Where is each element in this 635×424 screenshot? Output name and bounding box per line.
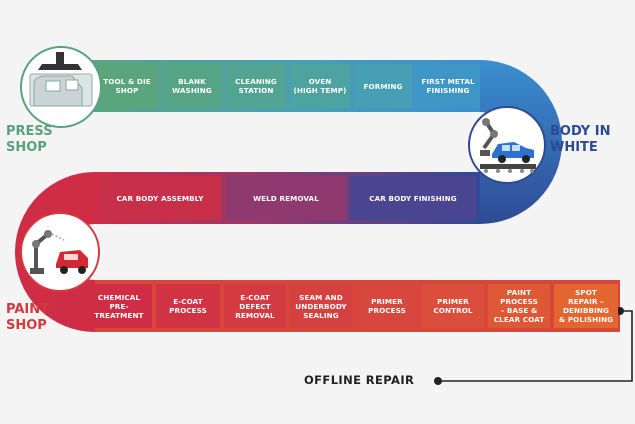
step-car-body-finishing: CAR BODY FINISHING: [350, 176, 476, 220]
step-blank-washing: BLANK WASHING: [162, 64, 222, 108]
stage-paint-shop: PAINT SHOP: [6, 302, 49, 333]
paint-shop-icon-circle: [20, 212, 100, 292]
step-primer-process: PRIMER PROCESS: [356, 284, 418, 328]
offline-repair-label: OFFLINE REPAIR: [304, 373, 415, 387]
step-chemical-pretreatment: CHEMICAL PRE- TREATMENT: [86, 284, 152, 328]
body-in-white-icon-circle: [468, 106, 546, 184]
step-e-coat-defect-removal: E-COAT DEFECT REMOVAL: [224, 284, 286, 328]
step-oven-high-temp: OVEN (HIGH TEMP): [290, 64, 350, 108]
stage-body-in-white: BODY IN WHITE: [550, 124, 611, 155]
stage-press-shop: PRESS SHOP: [6, 124, 53, 155]
step-forming: FORMING: [354, 64, 412, 108]
step-paint-process-base-clear: PAINT PROCESS – BASE & CLEAR COAT: [488, 284, 550, 328]
step-cleaning-station: CLEANING STATION: [226, 64, 286, 108]
step-primer-control: PRIMER CONTROL: [422, 284, 484, 328]
step-e-coat-process: E-COAT PROCESS: [156, 284, 220, 328]
paint-robot-car-icon: [30, 230, 88, 274]
press-shop-icon-circle: [20, 46, 102, 128]
step-car-body-assembly: CAR BODY ASSEMBLY: [99, 176, 221, 220]
step-tool-die-shop: TOOL & DIE SHOP: [96, 64, 158, 108]
robot-arm-car-icon: [480, 118, 536, 173]
press-machine-icon: [29, 52, 93, 107]
step-first-metal-finishing: FIRST METAL FINISHING: [416, 64, 480, 108]
step-spot-repair: SPOT REPAIR – DENIBBING & POLISHING: [554, 284, 618, 328]
step-seam-underbody-sealing: SEAM AND UNDERBODY SEALING: [290, 284, 352, 328]
step-weld-removal: WELD REMOVAL: [226, 176, 346, 220]
